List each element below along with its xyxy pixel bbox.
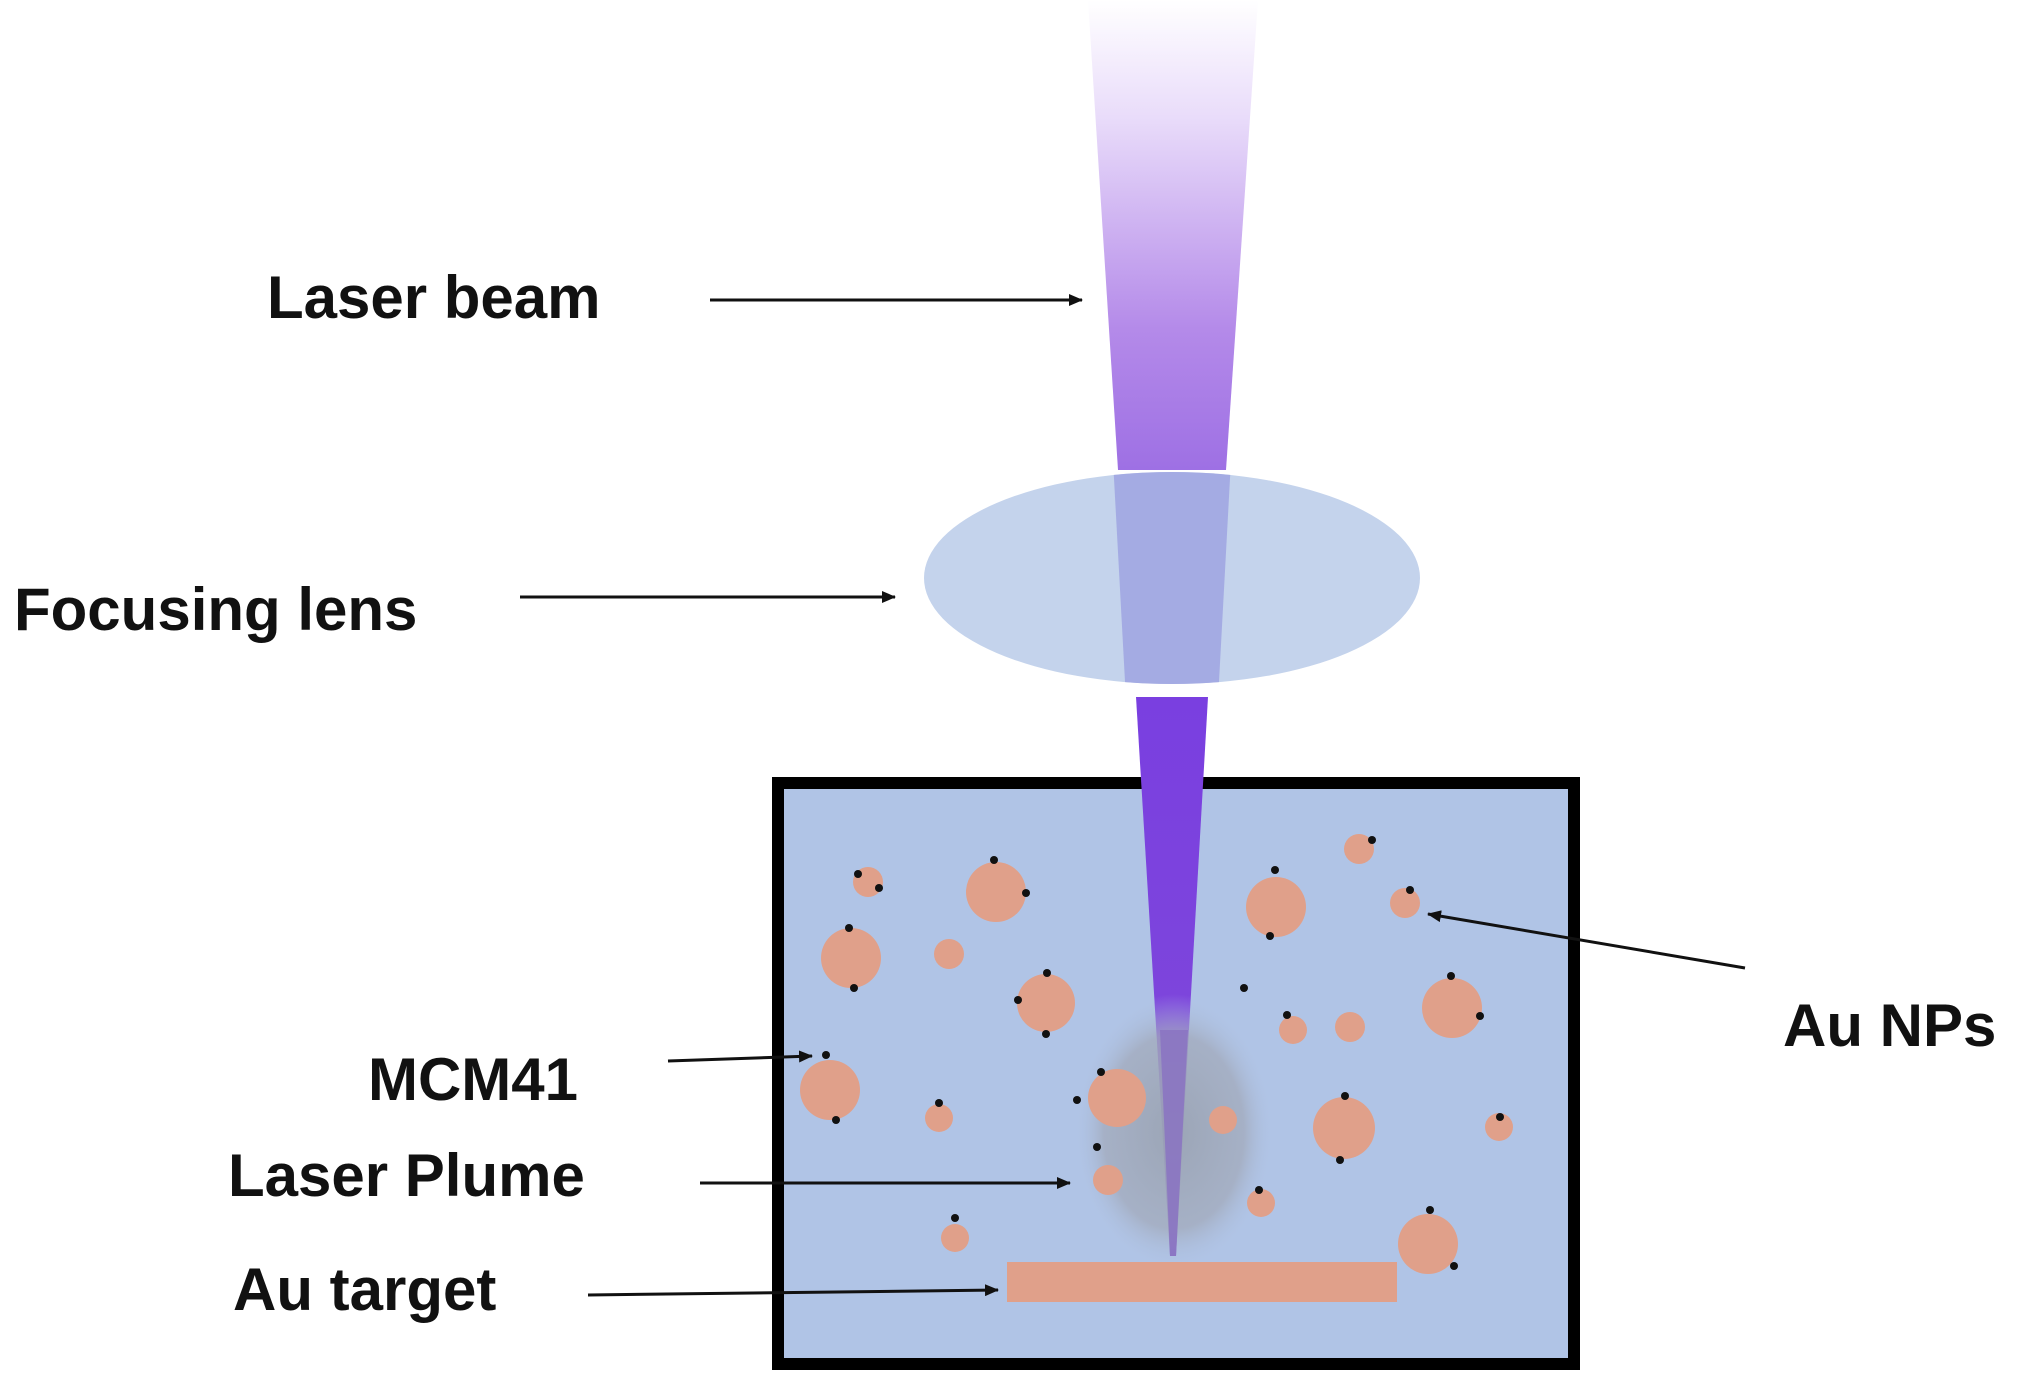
mcm41-dot [850, 984, 858, 992]
mcm41-dot [1266, 932, 1274, 940]
mcm41-dot [845, 924, 853, 932]
au-nanoparticle [800, 1060, 860, 1120]
au-nanoparticle [934, 939, 964, 969]
au-nanoparticle [966, 862, 1026, 922]
au-nanoparticle [1398, 1214, 1458, 1274]
mcm41-arrow [667, 1050, 813, 1063]
au-nanoparticle [1344, 834, 1374, 864]
mcm41-label: MCM41 [368, 1046, 578, 1113]
focusing-lens-label: Focusing lens [14, 576, 417, 643]
mcm41-dot [1022, 889, 1030, 897]
au-nanoparticle [1313, 1097, 1375, 1159]
mcm41-dot [1496, 1113, 1504, 1121]
mcm41-dot [1476, 1012, 1484, 1020]
mcm41-dot [1097, 1068, 1105, 1076]
mcm41-dot [1073, 1096, 1081, 1104]
mcm41-dot [854, 870, 862, 878]
mcm41-dot [1283, 1011, 1291, 1019]
mcm41-dot [1240, 984, 1248, 992]
mcm41-dot [1042, 1030, 1050, 1038]
mcm41-dot [1368, 836, 1376, 844]
mcm41-dot [1255, 1186, 1263, 1194]
mcm41-dot [951, 1214, 959, 1222]
au-nanoparticle [925, 1104, 953, 1132]
mcm41-dot [1426, 1206, 1434, 1214]
au-target-label: Au target [233, 1256, 496, 1323]
mcm41-dot [1406, 886, 1414, 894]
au-nanoparticle [1247, 1189, 1275, 1217]
au-nanoparticle [1422, 978, 1482, 1038]
au-nanoparticle [1390, 888, 1420, 918]
au-nanoparticle [1093, 1165, 1123, 1195]
mcm41-dot [832, 1116, 840, 1124]
laser-plume-label: Laser Plume [228, 1142, 585, 1209]
mcm41-dot [822, 1051, 830, 1059]
mcm41-dot [1043, 969, 1051, 977]
mcm41-dot [1093, 1143, 1101, 1151]
au-nanoparticle [1209, 1106, 1237, 1134]
plume-beam-core [1160, 1030, 1188, 1256]
au-nanoparticle [1017, 974, 1075, 1032]
mcm41-dot [1336, 1156, 1344, 1164]
au-nanoparticle [1335, 1012, 1365, 1042]
mcm41-dot [935, 1099, 943, 1107]
au-nps-label: Au NPs [1783, 992, 1996, 1059]
focused-laser-beam [1136, 697, 1208, 1256]
au-target-arrow [587, 1284, 999, 1297]
mcm41-dot [1271, 866, 1279, 874]
mcm41-dot [1447, 972, 1455, 980]
beam-through-lens [1113, 472, 1231, 684]
au-target [1007, 1262, 1397, 1302]
au-nanoparticle [941, 1224, 969, 1252]
au-nanoparticle [1279, 1016, 1307, 1044]
au-nanoparticle [1246, 877, 1306, 937]
au-nanoparticle [1485, 1113, 1513, 1141]
mcm41-dot [990, 856, 998, 864]
mcm41-dot [1450, 1262, 1458, 1270]
laser-beam [1088, 0, 1258, 470]
au-nps-arrow [1427, 910, 1746, 970]
au-nanoparticle [1088, 1069, 1146, 1127]
mcm41-dot [875, 884, 883, 892]
au-nanoparticle [821, 928, 881, 988]
laser-beam-label: Laser beam [267, 264, 601, 331]
mcm41-dots [822, 836, 1504, 1270]
mcm41-dot [1341, 1092, 1349, 1100]
mcm41-dot [1014, 996, 1022, 1004]
